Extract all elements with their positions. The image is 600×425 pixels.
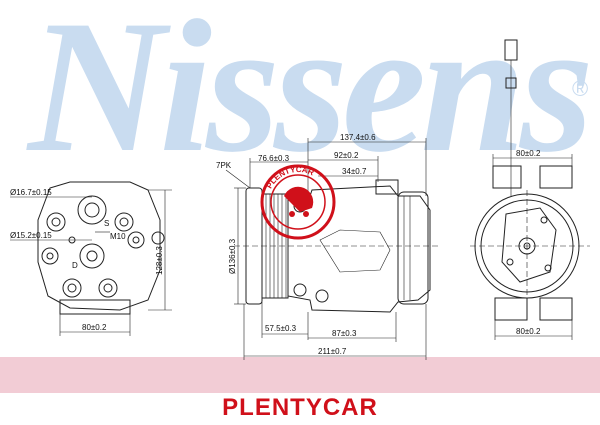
left-foot — [59, 299, 131, 315]
plentycar-seal: PLENTYCAR — [260, 164, 336, 240]
dim-mid-575: 57.5±0.3 — [265, 324, 297, 333]
left-view: Ø16.7±0.15 Ø15.2±0.15 M10 S D 128±0.3 80… — [10, 181, 172, 336]
right-view: 80±0.2 80±0.2 — [470, 39, 590, 340]
dim-right-80-bot: 80±0.2 — [516, 327, 541, 336]
registered-mark: ® — [572, 76, 589, 101]
left-bolt-1 — [46, 212, 66, 232]
rear-head — [397, 191, 429, 305]
left-bolt-4 — [127, 231, 145, 249]
connector-plug — [504, 39, 518, 61]
dim-left-d: D — [72, 261, 78, 270]
left-housing — [37, 181, 161, 311]
dim-left-d2: Ø15.2±0.15 — [10, 231, 52, 240]
dim-mid-92: 92±0.2 — [334, 151, 359, 160]
dim-left-m: M10 — [110, 232, 126, 241]
dim-left-d1: Ø16.7±0.15 — [10, 188, 52, 197]
left-bolt-5 — [62, 278, 82, 298]
dim-right-80-top: 80±0.2 — [516, 149, 541, 158]
dim-mid-d136: Ø136±0.3 — [228, 238, 237, 274]
right-bottom-lug-left — [494, 297, 528, 321]
left-port-bottom — [79, 243, 105, 269]
right-top-lug-left — [492, 165, 522, 189]
nissens-watermark: Nissens — [28, 0, 594, 192]
left-bolt-3 — [41, 247, 59, 265]
dim-mid-211: 211±0.7 — [318, 347, 347, 356]
dim-mid-34: 34±0.7 — [342, 167, 367, 176]
dim-mid-76: 76.6±0.3 — [258, 154, 290, 163]
dim-mid-87: 87±0.3 — [332, 329, 357, 338]
compressor-body — [287, 185, 431, 313]
right-bottom-lug-right — [539, 297, 573, 321]
footer-brand: PLENTYCAR — [222, 394, 378, 421]
left-port-top — [77, 195, 107, 225]
left-bolt-6 — [98, 278, 118, 298]
dim-left-w: 80±0.2 — [82, 323, 107, 332]
top-port — [375, 179, 399, 195]
dim-mid-137: 137.4±0.6 — [340, 133, 376, 142]
dim-left-h: 128±0.3 — [155, 246, 164, 275]
left-bolt-7 — [151, 231, 165, 245]
seal-emblem-icon — [284, 186, 314, 212]
middle-view: 137.4±0.6 76.6±0.3 92±0.2 34±0.7 7PK Ø13… — [216, 133, 440, 360]
dim-mid-7pk: 7PK — [216, 161, 232, 170]
right-top-lug-right — [539, 165, 573, 189]
left-bolt-2 — [114, 212, 134, 232]
dim-left-s: S — [104, 219, 109, 228]
footer-band — [0, 357, 600, 393]
clutch-hub-plate — [501, 207, 557, 283]
